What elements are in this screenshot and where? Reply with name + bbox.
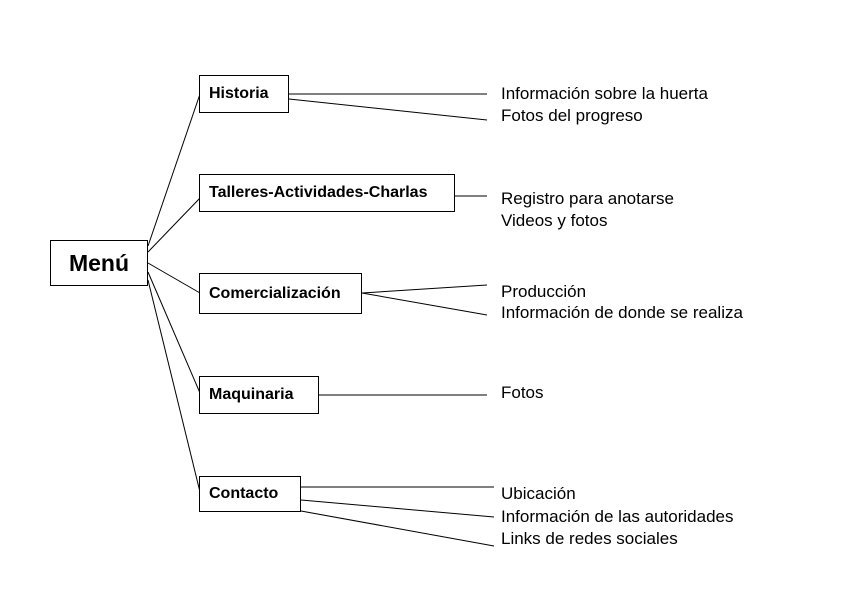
item-talleres-1[interactable]: Registro para anotarse bbox=[501, 189, 674, 208]
connector-root-historia bbox=[147, 93, 201, 247]
item-comercializacion-2[interactable]: Información de donde se realiza bbox=[501, 303, 743, 322]
item-contacto-1[interactable]: Ubicación bbox=[501, 484, 576, 503]
section-talleres-label: Talleres-Actividades-Charlas bbox=[209, 184, 428, 201]
connector-contacto-item-2 bbox=[300, 499, 495, 518]
section-contacto-label: Contacto bbox=[209, 485, 279, 502]
connector-contacto-item-3 bbox=[300, 510, 495, 547]
section-contacto-box[interactable]: Contacto bbox=[199, 476, 301, 512]
section-comercializacion-label: Comercialización bbox=[209, 284, 341, 302]
connector-comercializacion-item-2 bbox=[361, 292, 488, 316]
menu-root-box[interactable]: Menú bbox=[50, 240, 148, 286]
item-comercializacion-1[interactable]: Producción bbox=[501, 282, 587, 301]
section-maquinaria-label: Maquinaria bbox=[209, 386, 294, 403]
menu-root-label: Menú bbox=[68, 249, 130, 276]
item-contacto-2[interactable]: Información de las autoridades bbox=[501, 507, 734, 526]
item-talleres-2[interactable]: Videos y fotos bbox=[501, 211, 608, 230]
section-talleres-box[interactable]: Talleres-Actividades-Charlas bbox=[199, 174, 455, 212]
item-historia-2[interactable]: Fotos del progreso bbox=[501, 106, 643, 125]
connector-root-maquinaria bbox=[147, 271, 201, 394]
connector-comercializacion-item-1 bbox=[361, 284, 488, 294]
item-historia-1[interactable]: Información sobre la huerta bbox=[501, 84, 708, 103]
item-contacto-3[interactable]: Links de redes sociales bbox=[501, 529, 678, 548]
item-maquinaria-1[interactable]: Fotos bbox=[501, 383, 544, 402]
connector-root-comercializacion bbox=[147, 262, 201, 294]
section-historia-box[interactable]: Historia bbox=[199, 75, 289, 113]
section-comercializacion-box[interactable]: Comercialización bbox=[199, 273, 362, 314]
connector-root-talleres bbox=[147, 197, 201, 253]
section-historia-label: Historia bbox=[209, 85, 269, 102]
connector-historia-item-2 bbox=[288, 98, 488, 121]
connector-root-contacto bbox=[147, 279, 201, 493]
section-maquinaria-box[interactable]: Maquinaria bbox=[199, 376, 319, 414]
